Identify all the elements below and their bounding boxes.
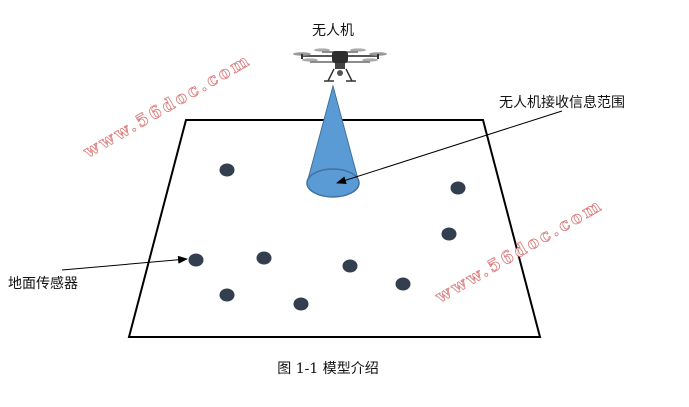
ground-plane <box>127 119 542 338</box>
figure-caption: 图 1-1 模型介绍 <box>277 361 378 377</box>
sensor-node <box>256 251 272 265</box>
sensor-group <box>188 163 466 311</box>
sensor-node <box>395 277 411 291</box>
receive-range-cone <box>306 84 360 198</box>
drone-label: 无人机 <box>312 23 354 39</box>
sensor-node <box>342 259 358 273</box>
sensor-node <box>188 253 204 267</box>
receive-range-arrow <box>336 110 563 185</box>
ground-sensor-arrow <box>61 255 188 271</box>
receive-range-label: 无人机接收信息范围 <box>499 94 625 111</box>
sensor-node <box>450 181 466 195</box>
watermark: www.56doc.com <box>432 195 607 308</box>
sensor-node <box>441 227 457 241</box>
sensor-node <box>219 163 235 177</box>
sensor-node <box>293 297 309 311</box>
drone-icon <box>293 48 387 82</box>
ground-sensor-label: 地面传感器 <box>8 275 78 292</box>
sensor-node <box>219 288 235 302</box>
watermark: www.56doc.com <box>80 50 255 163</box>
